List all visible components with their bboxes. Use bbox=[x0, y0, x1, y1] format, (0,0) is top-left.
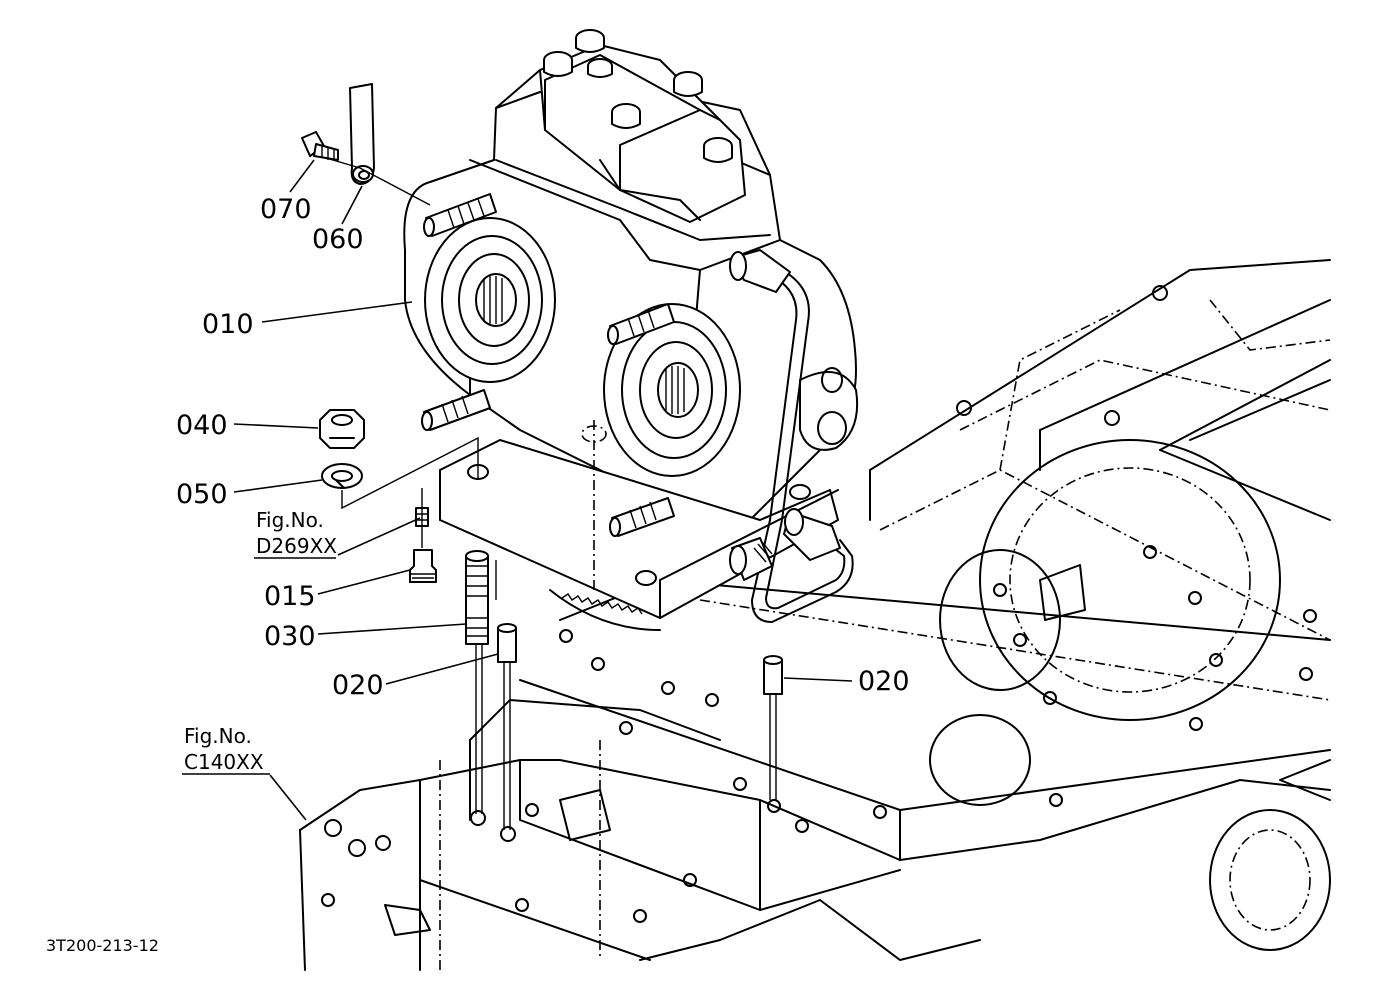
cover-bolt bbox=[611, 103, 641, 129]
cover-bolt bbox=[673, 71, 703, 97]
part-label-040: 040 bbox=[176, 410, 228, 441]
fig-ref-2-code: C140XX bbox=[184, 750, 264, 774]
drawing-code: 3T200-213-12 bbox=[46, 936, 159, 955]
dowel-pin-020-left bbox=[497, 623, 517, 663]
pump-stud bbox=[423, 193, 497, 237]
part-label-020-left: 020 bbox=[332, 670, 384, 701]
hydraulic-pipe bbox=[729, 249, 854, 623]
fig-ref-2-prefix: Fig.No. bbox=[184, 724, 252, 748]
dowel-pin-020-right bbox=[763, 655, 783, 695]
cover-bolt bbox=[575, 29, 605, 53]
pump-assembly-010 bbox=[403, 29, 859, 631]
bolt-070 bbox=[301, 131, 339, 161]
cover-bolt bbox=[543, 51, 573, 77]
part-label-050: 050 bbox=[176, 479, 228, 510]
cover-bolt bbox=[587, 58, 613, 78]
fitting-015 bbox=[409, 549, 437, 583]
pump-stud bbox=[421, 389, 491, 431]
plate-060 bbox=[349, 83, 375, 185]
stud-030 bbox=[465, 550, 489, 645]
fig-ref-1-code: D269XX bbox=[256, 534, 337, 558]
part-label-030: 030 bbox=[264, 621, 316, 652]
cover-bolt bbox=[703, 137, 733, 163]
leader-lines bbox=[233, 159, 853, 821]
fig-ref-1-prefix: Fig.No. bbox=[256, 508, 324, 532]
pump-stud bbox=[609, 497, 675, 537]
part-label-070: 070 bbox=[260, 194, 312, 225]
part-label-010: 010 bbox=[202, 309, 254, 340]
washer-050 bbox=[321, 463, 363, 489]
part-label-020-right: 020 bbox=[858, 666, 910, 697]
part-label-060: 060 bbox=[312, 224, 364, 255]
part-label-015: 015 bbox=[264, 581, 316, 612]
nut-040 bbox=[319, 409, 365, 449]
pump-stud bbox=[607, 303, 675, 345]
transmission-case bbox=[299, 259, 1331, 971]
